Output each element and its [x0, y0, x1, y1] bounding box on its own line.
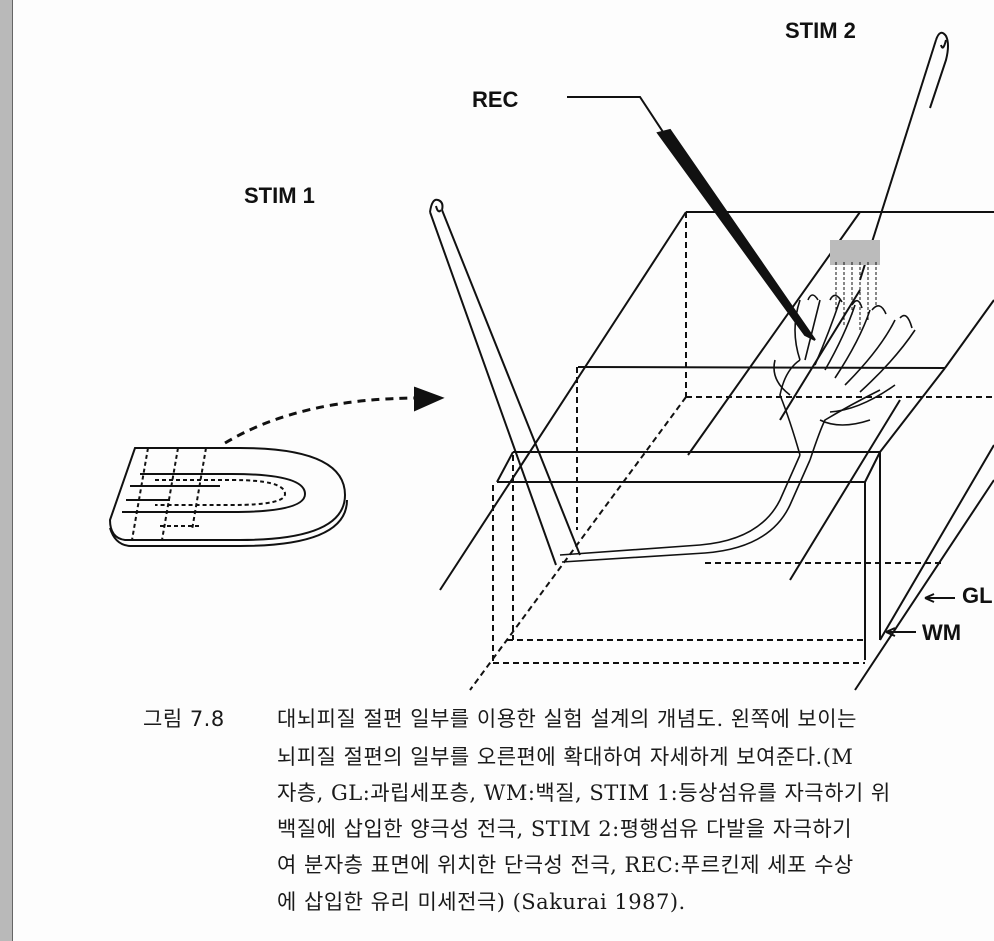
purkinje-cell: [559, 294, 916, 563]
caption-line: 자층, GL:과립세포층, WM:백질, STIM 1:등상섬유를 자극하기 위: [277, 781, 891, 805]
page-edge: [0, 0, 13, 941]
dashed-arrow: [224, 396, 421, 445]
cerebellar-slice: [108, 447, 348, 547]
caption-line: 에 삽입한 유리 미세전극) (Sakurai 1987).: [277, 890, 686, 914]
rec-electrode: [567, 96, 816, 341]
experiment-diagram: STIM 2 REC STIM 1 GL WM: [108, 18, 994, 691]
stim1-electrode: [429, 198, 581, 566]
label-stim2: STIM 2: [785, 18, 856, 43]
label-wm: WM: [922, 620, 961, 645]
label-gl: GL: [962, 583, 993, 608]
caption-line: 뇌피질 절편의 일부를 오른편에 확대하여 자세하게 보여준다.(M: [277, 745, 854, 769]
stim2-electrode: [830, 31, 949, 330]
layer-arrows: [885, 593, 955, 637]
arrow-head-icon: [414, 386, 445, 412]
hidden-edges: [469, 212, 994, 691]
label-stim1: STIM 1: [244, 183, 315, 208]
caption-line: 백질에 삽입한 양극성 전극, STIM 2:평행섬유 다발을 자극하기: [277, 817, 853, 841]
label-rec: REC: [472, 87, 519, 112]
caption-line: 대뇌피질 절편 일부를 이용한 실험 설계의 개념도. 왼쪽에 보이는: [277, 707, 857, 731]
figure-number: 그림 7.8: [143, 707, 225, 731]
caption-line: 여 분자층 표면에 위치한 단극성 전극, REC:푸르킨제 세포 수상: [277, 853, 854, 877]
